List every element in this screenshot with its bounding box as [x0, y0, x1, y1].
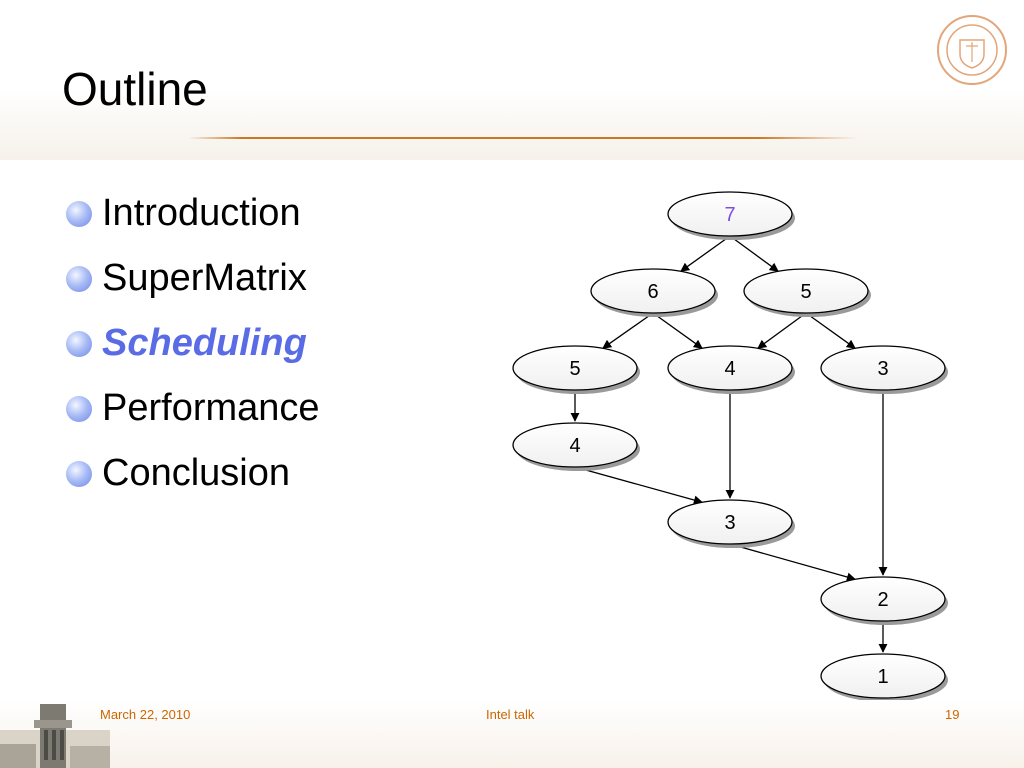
task-node: 3	[668, 500, 795, 548]
outline-item-performance: Performance	[64, 385, 320, 450]
task-node-label: 3	[877, 358, 888, 380]
task-node-label: 4	[569, 435, 580, 457]
footer-date: March 22, 2010	[100, 707, 190, 722]
task-dag-diagram: 7 6 5 5 4 3 4 3 2 1	[500, 180, 970, 700]
dependency-arrow	[730, 236, 778, 271]
dependency-arrow	[806, 313, 855, 348]
task-node: 6	[591, 269, 718, 317]
outline-item-supermatrix: SuperMatrix	[64, 255, 320, 320]
footer-center-text: Intel talk	[486, 707, 534, 722]
task-node-label: 3	[724, 512, 735, 534]
task-node-label: 1	[877, 666, 888, 688]
footer-page-number: 19	[945, 707, 959, 722]
dependency-arrow	[681, 236, 730, 271]
outline-list: Introduction SuperMatrix Scheduling Perf…	[64, 190, 320, 515]
dependency-arrow	[575, 467, 702, 502]
task-node: 4	[513, 423, 640, 471]
bullet-dot-icon	[66, 331, 92, 357]
bullet-dot-icon	[66, 461, 92, 487]
outline-item-label: Performance	[102, 387, 320, 429]
task-node-label: 7	[724, 204, 735, 226]
task-node-label: 5	[800, 281, 811, 303]
outline-item-label: SuperMatrix	[102, 257, 307, 299]
task-node-label: 5	[569, 358, 580, 380]
task-node-label: 6	[647, 281, 658, 303]
outline-item-label: Scheduling	[102, 322, 307, 364]
task-node: 4	[668, 346, 795, 394]
bullet-dot-icon	[66, 266, 92, 292]
dependency-arrow	[730, 544, 855, 579]
task-node-label: 2	[877, 589, 888, 611]
slide-title: Outline	[62, 66, 208, 112]
dependency-arrow	[603, 313, 653, 348]
outline-item-label: Conclusion	[102, 452, 290, 494]
task-node: 3	[821, 346, 948, 394]
dependency-arrow	[653, 313, 702, 348]
outline-item-conclusion: Conclusion	[64, 450, 320, 515]
tower-icon	[0, 700, 110, 768]
university-seal-icon	[936, 14, 1008, 86]
outline-item-scheduling: Scheduling	[64, 320, 320, 385]
task-node: 7	[668, 192, 795, 240]
outline-item-introduction: Introduction	[64, 190, 320, 255]
outline-item-label: Introduction	[102, 192, 301, 234]
bullet-dot-icon	[66, 201, 92, 227]
task-node: 1	[821, 654, 948, 700]
bullet-dot-icon	[66, 396, 92, 422]
dependency-arrow	[758, 313, 806, 348]
task-node-label: 4	[724, 358, 735, 380]
title-divider	[188, 137, 858, 139]
task-node: 5	[513, 346, 640, 394]
task-node: 5	[744, 269, 871, 317]
task-node: 2	[821, 577, 948, 625]
